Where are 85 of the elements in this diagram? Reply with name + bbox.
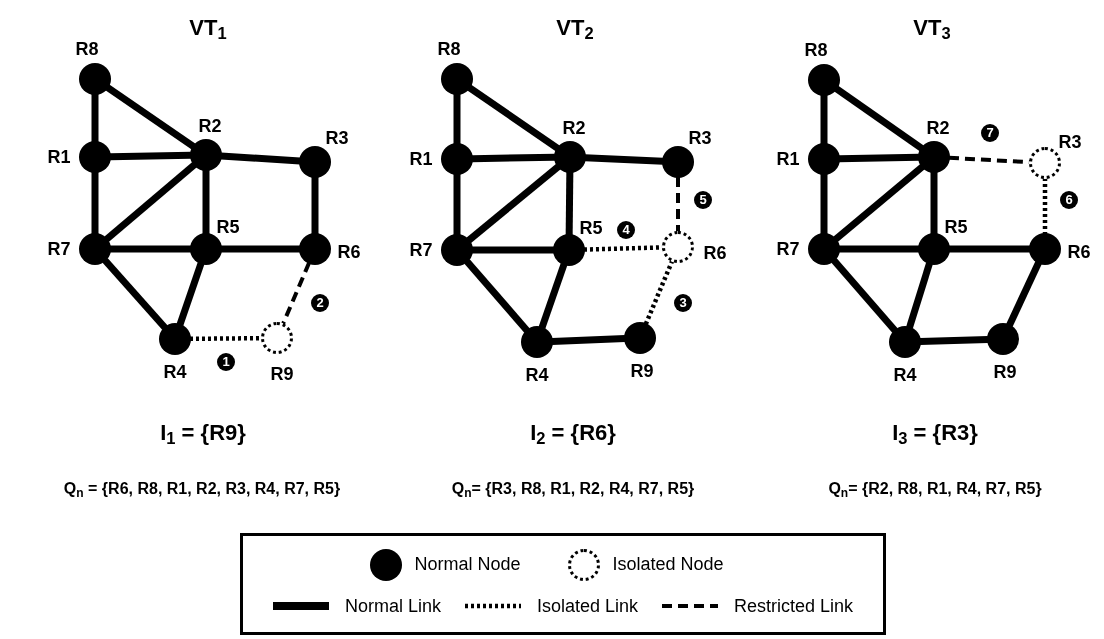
panel-title: VT$_{2}$	[556, 17, 594, 39]
edge-label: 1	[217, 353, 235, 371]
node-label: R4	[893, 366, 917, 384]
node-label: R9	[630, 362, 654, 380]
link-line	[565, 171, 574, 236]
panel-title: VT$_{1}$	[189, 17, 227, 39]
node-set-label: Q$_{n}$= {R3, R8, R1, R2, R4, R7, R5}	[451, 481, 695, 497]
link-line	[453, 94, 461, 144]
node-label: R4	[525, 366, 549, 384]
node-label: R3	[1058, 133, 1082, 151]
link-line	[834, 85, 924, 152]
isolated-set-label: I$_{2}$ = {R6}	[530, 422, 616, 444]
link-line	[820, 95, 828, 144]
node-label: R2	[926, 119, 950, 137]
link-line	[471, 153, 556, 163]
link-line	[1042, 178, 1048, 234]
node-label: R7	[409, 241, 433, 259]
link-line	[472, 246, 554, 254]
node-label: R6	[703, 244, 727, 262]
edge-label: 5	[694, 191, 712, 209]
node-label: R5	[944, 218, 968, 236]
legend-label: Normal Node	[414, 553, 521, 576]
link-line	[453, 174, 461, 235]
link-line	[919, 335, 989, 346]
edge-label: 3	[674, 294, 692, 312]
link-line	[105, 84, 196, 150]
link-line	[930, 172, 938, 234]
link-line	[221, 245, 300, 253]
node-label: R5	[579, 219, 603, 237]
isolated-set-label: I$_{1}$ = {R9}	[160, 422, 246, 444]
link-line	[833, 163, 925, 243]
edge-label: 4	[617, 221, 635, 239]
node-label: R6	[337, 243, 361, 261]
node-label: R1	[47, 148, 71, 166]
link-line	[820, 174, 828, 234]
isolated-set-label: I$_{3}$ = {R3}	[892, 422, 978, 444]
node-label: R2	[198, 117, 222, 135]
link-line	[949, 245, 1030, 253]
node-label: R8	[75, 40, 99, 58]
legend-label: Isolated Link	[536, 594, 638, 618]
node-label: R8	[437, 40, 461, 58]
link-line	[220, 152, 301, 165]
node-label: R6	[1067, 243, 1091, 261]
link-line	[676, 177, 680, 232]
node-label: R7	[776, 240, 800, 258]
legend-label: Normal Link	[344, 594, 441, 618]
link-line	[104, 162, 197, 242]
link-line	[1006, 261, 1042, 327]
node-label: R1	[776, 150, 800, 168]
link-line	[551, 335, 626, 345]
edge-label: 2	[311, 294, 329, 312]
node-label: R1	[409, 150, 433, 168]
node-label: R7	[47, 240, 71, 258]
edge-label: 7	[981, 124, 999, 142]
legend-label: Isolated Node	[612, 553, 724, 576]
link-line	[91, 94, 99, 142]
node-label: R9	[993, 363, 1017, 381]
link-line	[906, 262, 933, 329]
node-set-label: Q$_{n}$= {R2, R8, R1, R4, R7, R5}	[828, 481, 1042, 497]
node-label: R8	[804, 41, 828, 59]
panel-title: VT$_{3}$	[913, 17, 951, 39]
link-line	[831, 258, 898, 333]
link-line	[202, 170, 210, 234]
node-label: R2	[562, 119, 586, 137]
node-label: R5	[216, 218, 240, 236]
link-line	[311, 177, 319, 234]
link-line	[102, 257, 168, 331]
link-line	[838, 153, 920, 163]
link-line	[466, 163, 561, 244]
node-label: R3	[325, 129, 349, 147]
link-line	[176, 262, 205, 326]
link-line	[109, 151, 192, 161]
link-line	[839, 245, 919, 253]
link-line	[464, 259, 530, 333]
link-line	[91, 172, 99, 234]
node-label: R3	[688, 129, 712, 147]
link-line	[467, 84, 560, 152]
node-label: R4	[163, 363, 187, 381]
link-line	[110, 245, 191, 253]
legend-label: Restricted Link	[734, 594, 854, 618]
node-label: R9	[270, 365, 294, 383]
edge-label: 6	[1060, 191, 1078, 209]
link-line	[584, 154, 664, 165]
node-set-label: Q$_{n}$ = {R6, R8, R1, R2, R3, R4, R7, R5}	[63, 481, 341, 497]
link-line	[538, 263, 568, 329]
